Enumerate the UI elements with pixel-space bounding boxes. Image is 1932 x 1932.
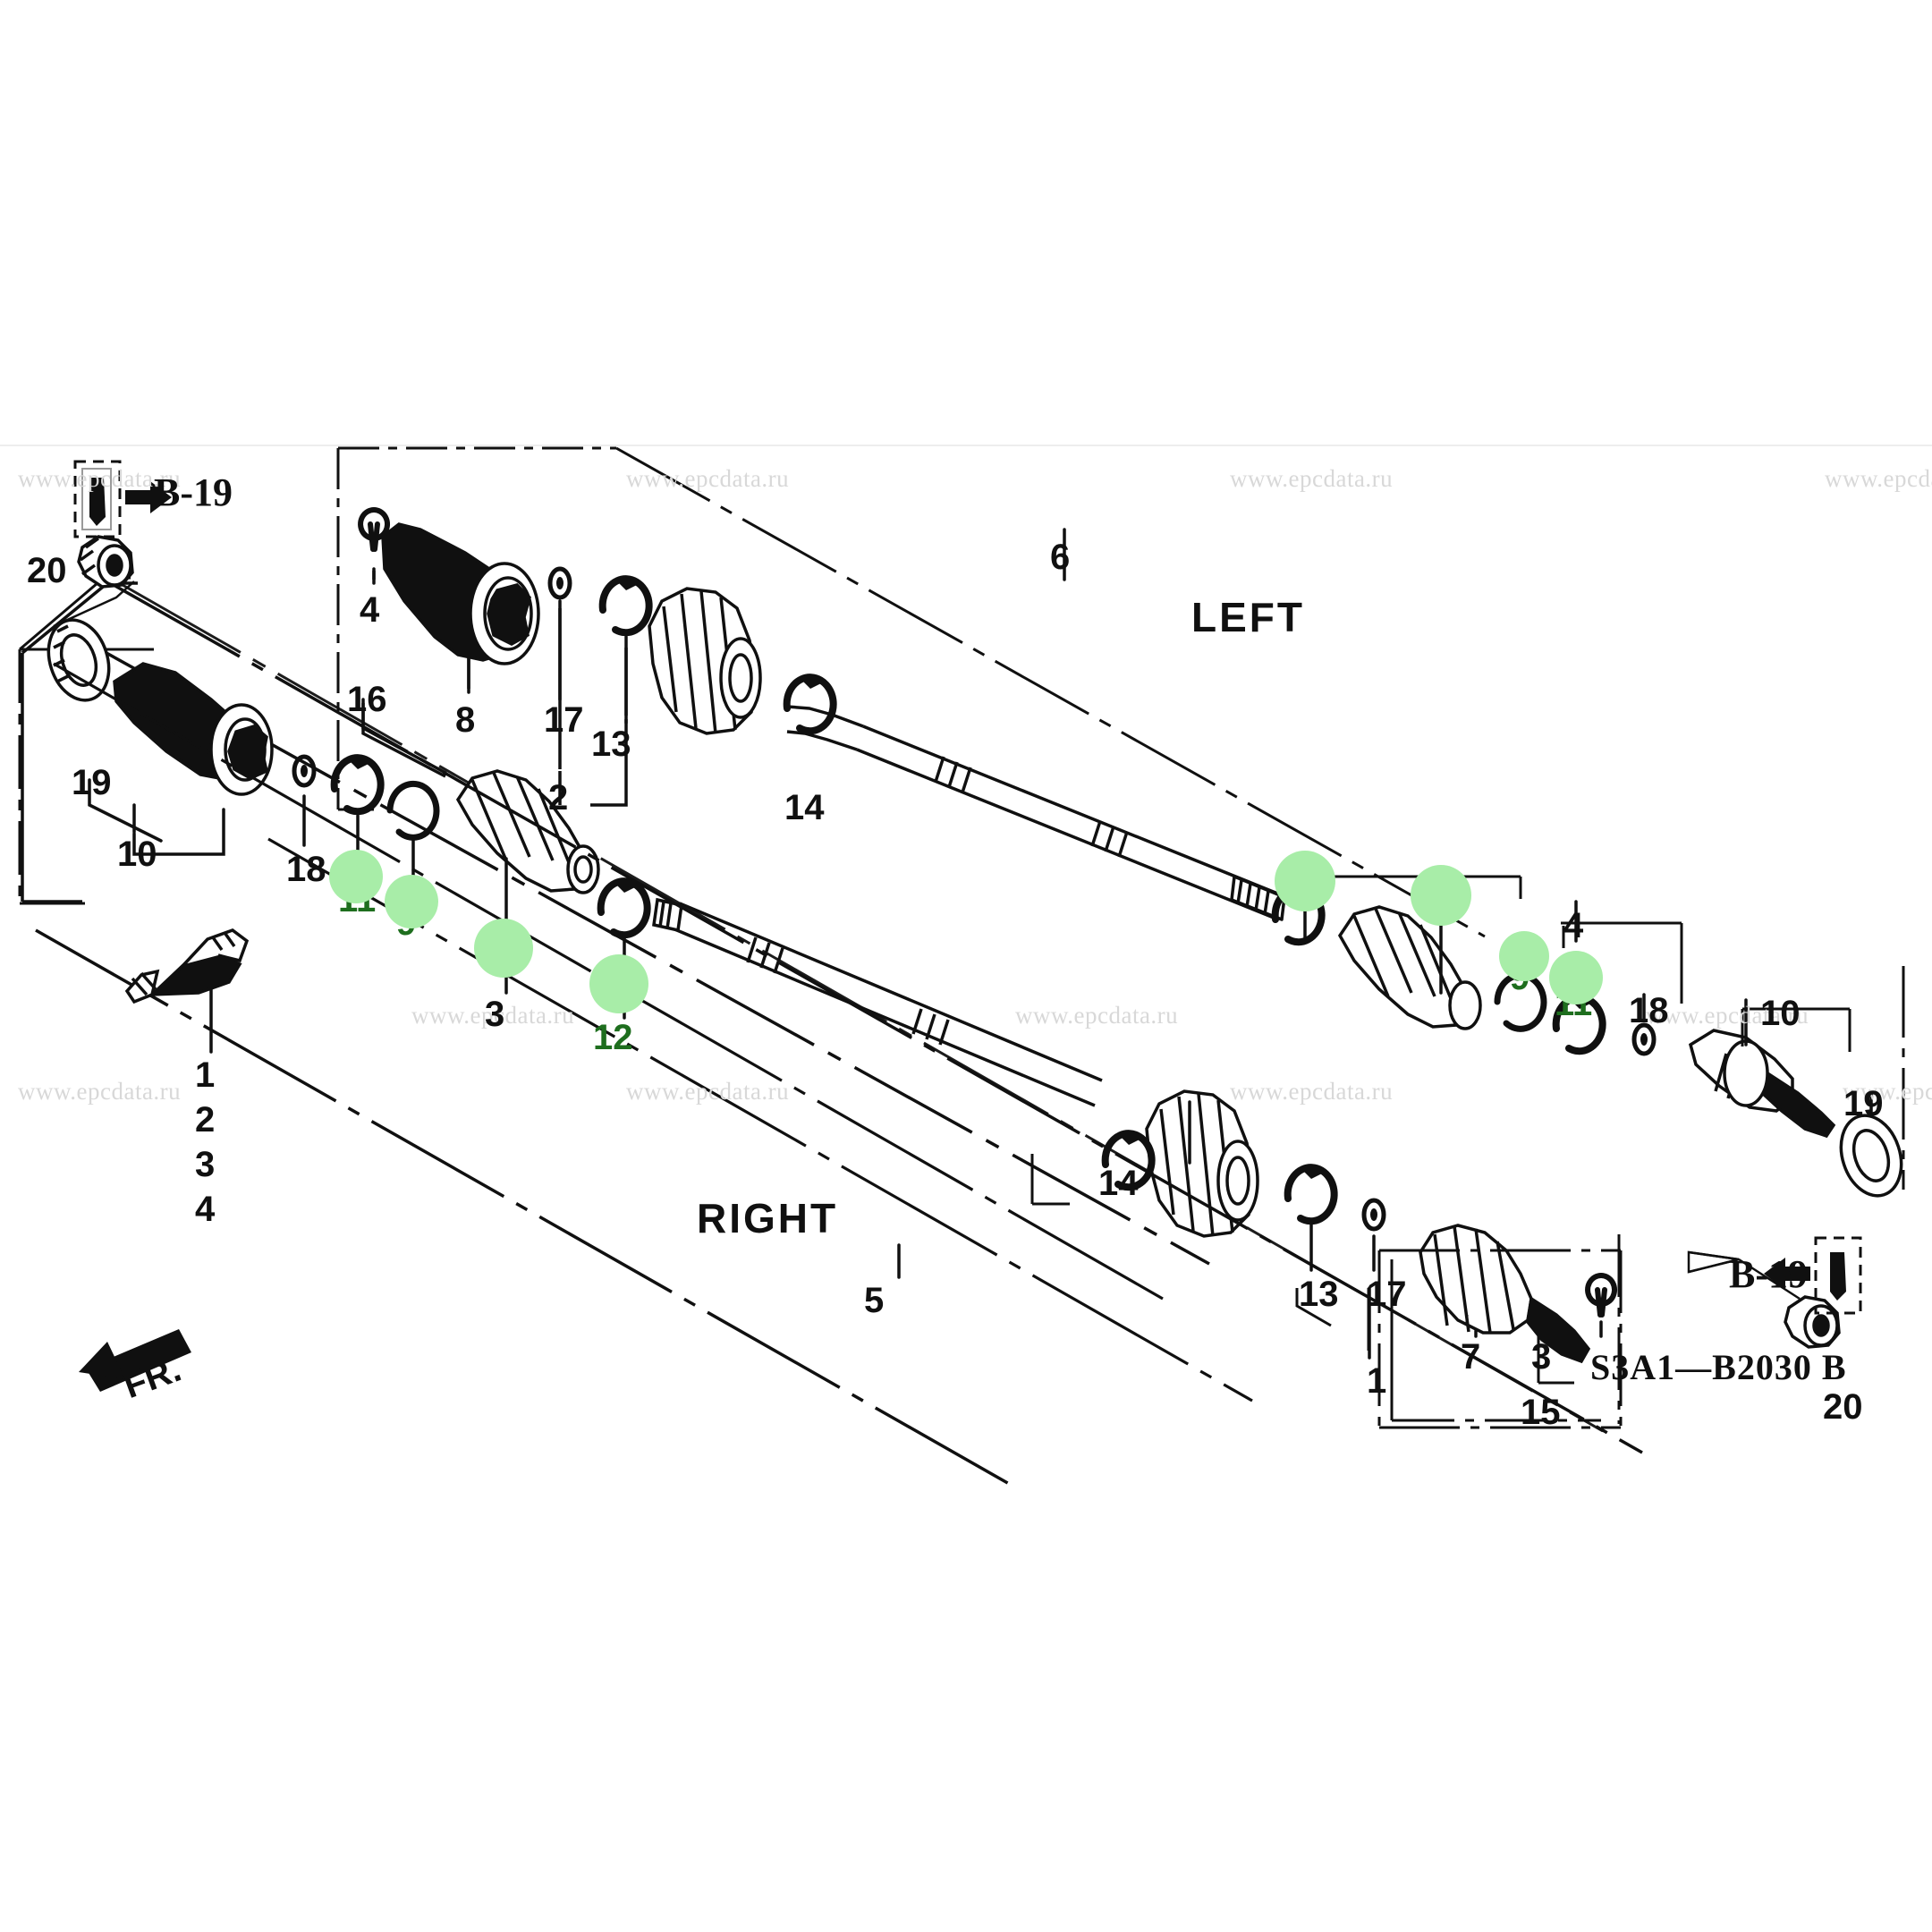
callout-number-3[interactable]: 3 xyxy=(195,1145,216,1184)
callout-number-15[interactable]: 15 xyxy=(1521,1393,1561,1432)
callout-number-20[interactable]: 20 xyxy=(27,551,67,590)
callout-number-5[interactable]: 5 xyxy=(864,1281,885,1320)
callout-number-12[interactable]: 12 xyxy=(593,1018,633,1057)
reference-b19-top: B-19 xyxy=(154,470,233,514)
callout-number-3[interactable]: 3 xyxy=(485,995,505,1034)
callout-number-10[interactable]: 10 xyxy=(1760,994,1801,1033)
callout-number-4[interactable]: 4 xyxy=(195,1190,216,1229)
callout-number-3[interactable]: 3 xyxy=(1531,1337,1552,1377)
callout-number-2[interactable]: 2 xyxy=(548,778,569,818)
callout-number-13[interactable]: 13 xyxy=(1299,1275,1339,1314)
callout-number-17[interactable]: 17 xyxy=(544,700,584,740)
callout-number-10[interactable]: 10 xyxy=(117,835,157,874)
callout-number-11[interactable]: 11 xyxy=(1555,984,1593,1023)
callout-number-2[interactable]: 2 xyxy=(195,1100,216,1140)
callout-number-4[interactable]: 4 xyxy=(1563,906,1584,945)
callout-number-6[interactable]: 6 xyxy=(1050,538,1071,577)
callout-number-1[interactable]: 1 xyxy=(195,1055,216,1095)
reference-b19-bottom: B-19 xyxy=(1729,1252,1808,1296)
callout-number-11[interactable]: 11 xyxy=(338,880,377,919)
callout-number-18[interactable]: 18 xyxy=(286,850,326,889)
callout-number-20[interactable]: 20 xyxy=(1823,1387,1863,1427)
side-label-left: LEFT xyxy=(1191,594,1305,640)
part-number-label: S3A1—B2030 B xyxy=(1590,1347,1847,1387)
callout-number-9[interactable]: 9 xyxy=(1510,958,1530,997)
header-divider xyxy=(0,445,1932,446)
callout-number-1[interactable]: 1 xyxy=(1367,1361,1387,1401)
callout-number-19[interactable]: 19 xyxy=(72,763,112,802)
callout-number-7[interactable]: 7 xyxy=(1461,1337,1481,1377)
side-label-right: RIGHT xyxy=(697,1195,839,1241)
callout-number-16[interactable]: 16 xyxy=(347,680,387,719)
callout-number-13[interactable]: 13 xyxy=(591,724,631,764)
callout-number-14[interactable]: 14 xyxy=(784,788,825,827)
callout-number-8[interactable]: 8 xyxy=(455,700,476,740)
callout-number-18[interactable]: 18 xyxy=(1629,991,1669,1030)
callout-number-14[interactable]: 14 xyxy=(1098,1164,1139,1203)
callout-number-4[interactable]: 4 xyxy=(360,590,380,630)
callout-number-17[interactable]: 17 xyxy=(1367,1275,1407,1314)
callout-number-19[interactable]: 19 xyxy=(1843,1084,1884,1123)
callout-number-9[interactable]: 9 xyxy=(396,903,417,943)
callout-number-12[interactable]: 12 xyxy=(1279,867,1319,906)
